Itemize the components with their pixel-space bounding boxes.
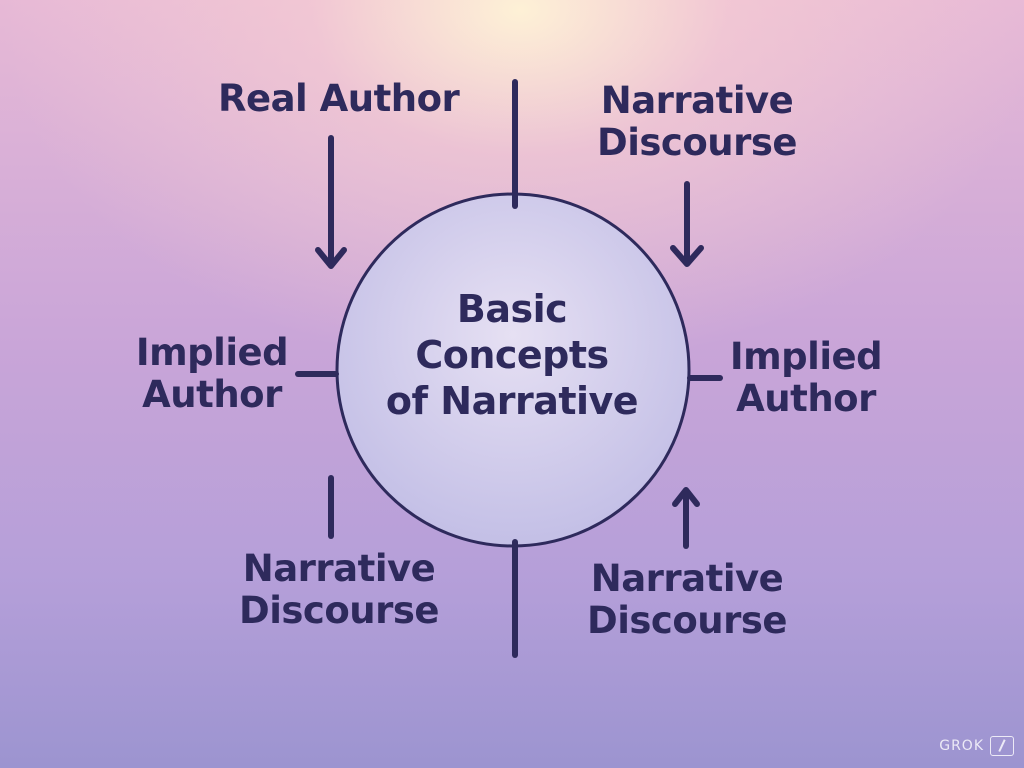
- label-top-left: Real Author: [218, 77, 460, 120]
- label-bottom-left: Narrative Discourse: [239, 547, 439, 632]
- arrow-down-left-icon: [315, 135, 347, 269]
- grok-slash-icon: [990, 736, 1014, 756]
- arrow-down-right-icon: [670, 181, 704, 267]
- center-line-1: Basic: [456, 287, 568, 331]
- arrow-up-right-icon: [672, 487, 700, 549]
- label-mid-left: Implied Author: [135, 331, 289, 416]
- watermark: GROK: [939, 736, 1014, 756]
- center-line-2: Concepts: [415, 333, 609, 377]
- center-label: Basic Concepts of Narrative: [352, 286, 672, 424]
- center-line-3: of Narrative: [385, 379, 639, 423]
- label-mid-right: Implied Author: [729, 335, 883, 420]
- label-top-right: Narrative Discourse: [597, 79, 797, 164]
- watermark-text: GROK: [939, 738, 984, 754]
- label-bottom-right: Narrative Discourse: [587, 557, 787, 642]
